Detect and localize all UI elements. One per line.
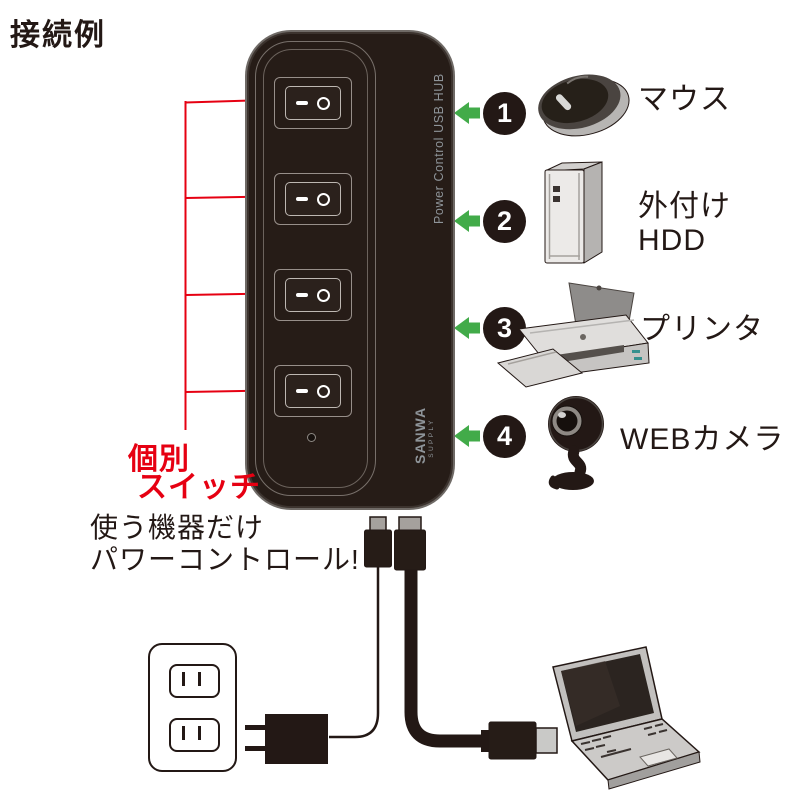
callout-note-line2: パワーコントロール! bbox=[90, 544, 360, 575]
switch-off-mark bbox=[317, 384, 331, 398]
outlet-slot bbox=[198, 725, 201, 740]
device-label-printer: プリンタ bbox=[640, 313, 764, 346]
port-number-badge-3: 3 bbox=[483, 307, 526, 350]
green-arrow-1 bbox=[454, 102, 480, 124]
usb-cable bbox=[404, 569, 484, 748]
switch-off-mark bbox=[317, 192, 331, 206]
rocker-switch[interactable] bbox=[285, 182, 341, 216]
device-label-webcam: WEBカメラ bbox=[620, 423, 785, 456]
dc-plug bbox=[364, 516, 392, 568]
power-led bbox=[307, 433, 316, 442]
adapter-prong-top bbox=[245, 725, 266, 730]
outlet-socket-bottom bbox=[169, 718, 220, 752]
power-switch-3[interactable] bbox=[274, 269, 352, 321]
wall-outlet bbox=[148, 643, 237, 772]
hdd-icon bbox=[544, 161, 603, 264]
switch-on-mark bbox=[295, 389, 308, 393]
webcam-icon bbox=[548, 396, 604, 490]
usb-a-connector bbox=[481, 721, 558, 760]
hub-panel-outline-inner bbox=[263, 49, 368, 488]
hub-panel-outline-outer bbox=[255, 41, 376, 496]
device-label-mouse: マウス bbox=[638, 83, 731, 116]
rocker-switch[interactable] bbox=[285, 86, 341, 120]
brand-name: SANWA bbox=[412, 406, 428, 464]
outlet-socket-top bbox=[169, 664, 220, 698]
hub-product-label: Power Control USB HUB bbox=[432, 73, 446, 224]
switch-on-mark bbox=[295, 197, 308, 201]
adapter-prong-bottom bbox=[245, 746, 266, 751]
laptop-icon bbox=[552, 646, 701, 790]
page-title: 接続例 bbox=[10, 19, 106, 52]
device-label-hdd-1: 外付け bbox=[638, 190, 731, 223]
ac-adapter bbox=[265, 714, 328, 764]
power-switch-4[interactable] bbox=[274, 365, 352, 417]
switch-on-mark bbox=[295, 101, 308, 105]
brand-subname: SUPPLY bbox=[428, 418, 435, 458]
printer-icon bbox=[496, 282, 650, 388]
switch-off-mark bbox=[317, 96, 331, 110]
switch-off-mark bbox=[317, 288, 331, 302]
outlet-slot bbox=[198, 671, 201, 686]
device-label-hdd-2: HDD bbox=[638, 224, 706, 257]
callout-note-line1: 使う機器だけ bbox=[90, 512, 265, 543]
mouse-icon bbox=[538, 74, 630, 137]
power-cable bbox=[329, 566, 380, 739]
outlet-slot bbox=[182, 671, 185, 686]
individual-switch-bracket bbox=[184, 98, 300, 430]
callout-switch: スイッチ bbox=[137, 471, 261, 504]
power-switch-1[interactable] bbox=[274, 77, 352, 129]
port-number-badge-2: 2 bbox=[483, 200, 526, 243]
switch-on-mark bbox=[295, 293, 308, 297]
green-arrow-3 bbox=[454, 317, 480, 339]
usb-plug bbox=[394, 516, 426, 571]
port-number-badge-1: 1 bbox=[483, 92, 526, 135]
outlet-slot bbox=[182, 725, 185, 740]
sanwa-logo: SANWA SUPPLY bbox=[412, 406, 449, 464]
port-number-badge-4: 4 bbox=[483, 415, 526, 458]
green-arrow-2 bbox=[454, 210, 480, 232]
power-switch-2[interactable] bbox=[274, 173, 352, 225]
green-arrow-4 bbox=[454, 425, 480, 447]
rocker-switch[interactable] bbox=[285, 278, 341, 312]
usb-hub-device: Power Control USB HUB SANWA SUPPLY bbox=[247, 32, 453, 508]
rocker-switch[interactable] bbox=[285, 374, 341, 408]
callout-individual: 個別 bbox=[128, 443, 190, 476]
